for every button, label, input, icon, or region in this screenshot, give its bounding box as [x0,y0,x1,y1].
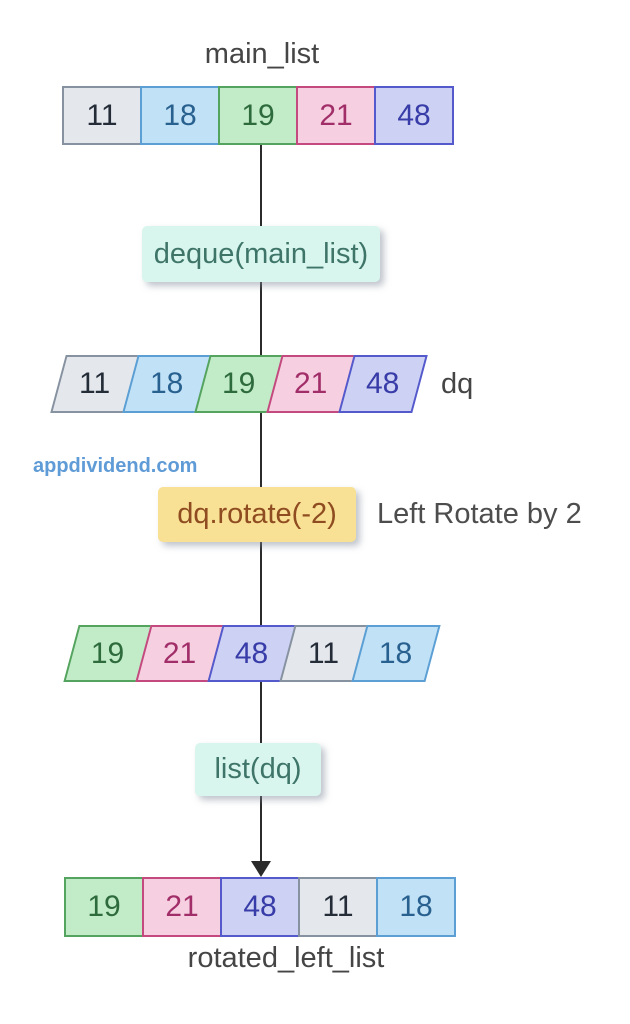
watermark-text: appdividend.com [33,455,198,477]
deque-cell: 48 [338,355,428,413]
list-cell: 11 [298,877,378,937]
list-cell: 48 [374,86,454,145]
list-cell: 18 [376,877,456,937]
list-cell: 19 [64,877,144,937]
list-cell: 19 [218,86,298,145]
rotated-deque-row: 19 21 48 11 18 [63,625,441,682]
dq-deque-row: 11 18 19 21 48 [50,355,428,413]
rotate-note-text: Left Rotate by 2 [377,498,582,530]
list-cell: 18 [140,86,220,145]
list-cell: 21 [142,877,222,937]
deque-call-box: deque(main_list) [142,226,380,282]
deque-cell: 18 [351,625,441,682]
list-cell: 11 [62,86,142,145]
main-list-row: 11 18 19 21 48 [62,86,454,145]
main-list-title: main_list [204,38,320,70]
list-cell: 48 [220,877,300,937]
dq-row-label: dq [441,368,474,400]
list-cell: 21 [296,86,376,145]
rotated-left-list-title: rotated_left_list [187,942,385,974]
list-call-box: list(dq) [195,743,321,796]
rotate-call-box: dq.rotate(-2) [158,487,356,542]
rotated-left-list-row: 19 21 48 11 18 [64,877,456,937]
arrow-down-icon [251,861,271,877]
